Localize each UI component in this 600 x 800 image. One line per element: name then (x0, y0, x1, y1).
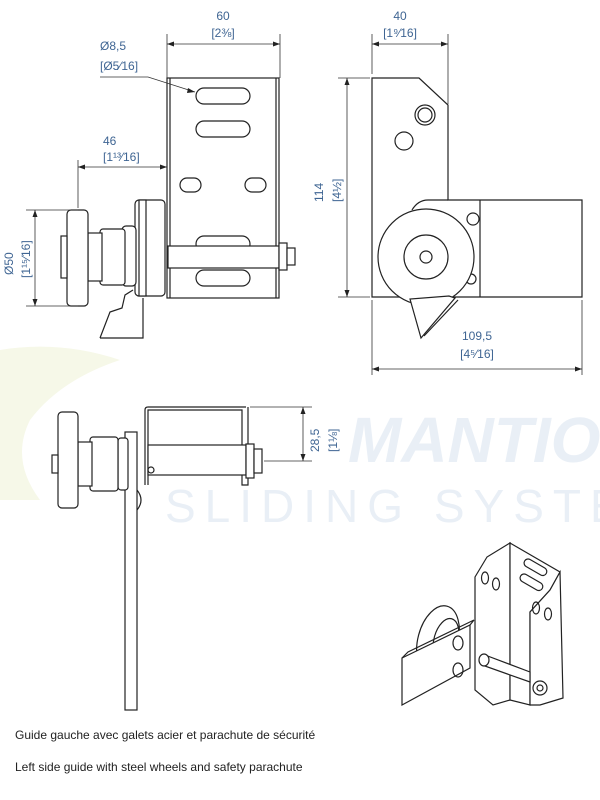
top-dimensions: 28,5 [1⅛] (250, 406, 340, 462)
watermark-logo: MANTION SLIDING SYSTEMS (0, 346, 600, 532)
isometric-view (401, 541, 564, 707)
dim-wheel-diameter: Ø50 (2, 252, 16, 275)
watermark-tagline: SLIDING SYSTEMS (165, 480, 600, 532)
watermark-brand: MANTION (348, 404, 600, 476)
side-dimensions: 40 [1⁹⁄16] 114 [4½] 109,5 [4⁵⁄16] (312, 9, 583, 375)
front-view (60, 77, 296, 339)
dim-hole: Ø8,5 (100, 39, 126, 53)
dim-wheel-diameter-inch: [1¹⁵⁄16] (19, 240, 33, 278)
dim-height-inch: [4½] (330, 179, 344, 202)
dim-hole-inch: [Ø5⁄16] (100, 59, 138, 73)
dim-height: 114 (312, 183, 326, 202)
top-view (51, 406, 263, 711)
dim-bracket-depth-inch: [1⅛] (326, 429, 340, 452)
side-view (371, 77, 583, 340)
dim-offset: 46 (103, 134, 117, 148)
dim-width-side: 40 (393, 9, 407, 23)
caption-french: Guide gauche avec galets acier et parach… (15, 728, 316, 742)
dim-width-side-inch: [1⁹⁄16] (383, 26, 417, 40)
dim-width-front-inch: [2⅜] (211, 26, 234, 40)
dim-bracket-depth: 28,5 (308, 428, 322, 452)
dim-length: 109,5 (462, 329, 492, 343)
caption-english: Left side guide with steel wheels and sa… (15, 760, 303, 774)
dim-length-inch: [4⁵⁄16] (460, 347, 494, 361)
dim-width-front: 60 (216, 9, 230, 23)
dim-offset-inch: [1¹³⁄16] (103, 150, 140, 164)
front-dimensions: 60 [2⅜] Ø8,5 [Ø5⁄16] 46 [1¹³⁄16] Ø50 [1¹… (2, 9, 281, 307)
